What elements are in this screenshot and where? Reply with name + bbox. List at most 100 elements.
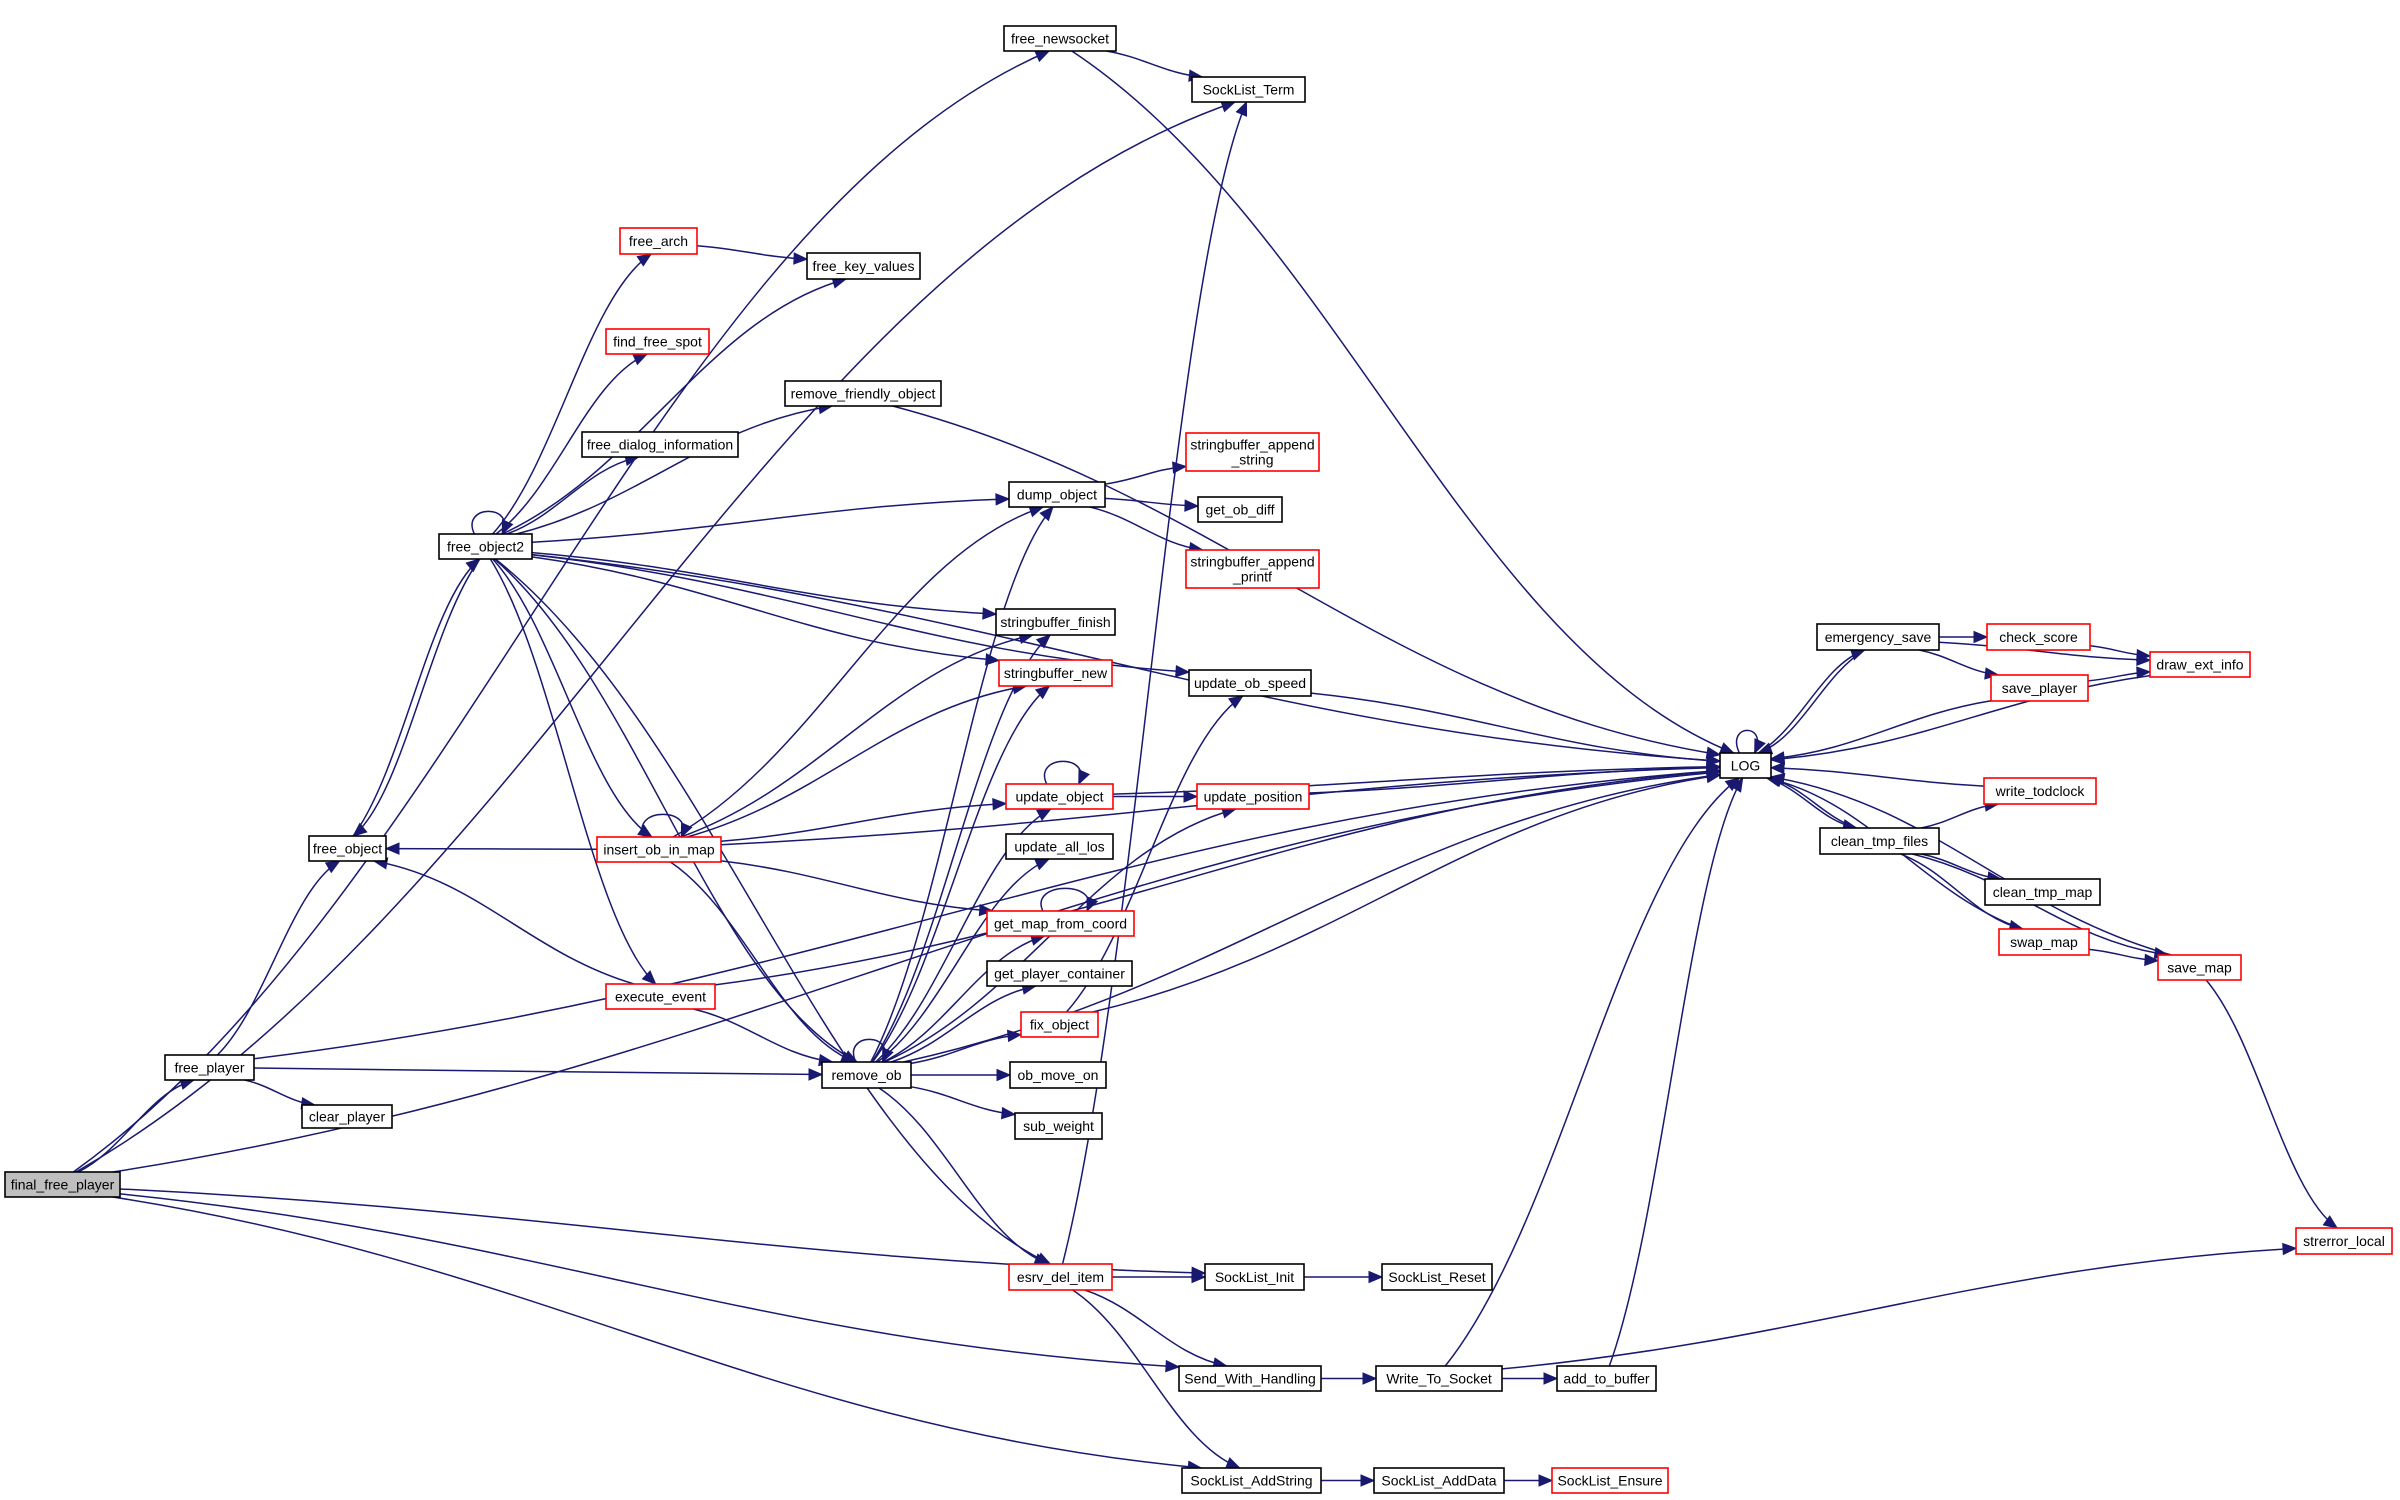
node-update-object[interactable]: update_object — [1005, 783, 1114, 810]
node-box[interactable] — [1009, 1061, 1107, 1089]
node-box[interactable] — [986, 960, 1133, 987]
node-write-todclock[interactable]: write_todclock — [1983, 777, 2097, 805]
node-update-ob-speed[interactable]: update_ob_speed — [1188, 669, 1312, 697]
node-box[interactable] — [986, 910, 1135, 937]
node-box[interactable] — [1191, 76, 1306, 103]
node-box[interactable] — [1984, 878, 2101, 906]
node-get-player-container[interactable]: get_player_container — [986, 960, 1133, 987]
node-box[interactable] — [1188, 669, 1312, 697]
node-update-position[interactable]: update_position — [1196, 783, 1310, 810]
node-box[interactable] — [1181, 1467, 1322, 1494]
node-box[interactable] — [1556, 1365, 1657, 1392]
node-box[interactable] — [308, 835, 387, 862]
node-add-to-buffer[interactable]: add_to_buffer — [1556, 1365, 1657, 1392]
node-box[interactable] — [2149, 651, 2251, 678]
node-send-with-handling[interactable]: Send_With_Handling — [1178, 1365, 1322, 1392]
node-remove-friendly-object[interactable]: remove_friendly_object — [784, 380, 942, 407]
node-get-ob-diff[interactable]: get_ob_diff — [1197, 496, 1283, 523]
node-box[interactable] — [1014, 1112, 1103, 1140]
node-box[interactable] — [1373, 1467, 1505, 1494]
node-socklist-ensure[interactable]: SockList_Ensure — [1551, 1467, 1669, 1494]
node-execute-event[interactable]: execute_event — [605, 983, 716, 1010]
node-find-free-spot[interactable]: find_free_spot — [605, 328, 710, 355]
node-box[interactable] — [1005, 833, 1114, 860]
node-box[interactable] — [605, 328, 710, 355]
node-box[interactable] — [1008, 481, 1106, 508]
node-socklist-addstring[interactable]: SockList_AddString — [1181, 1467, 1322, 1494]
node-clean-tmp-files[interactable]: clean_tmp_files — [1819, 827, 1940, 855]
node-final-free-player[interactable]: final_free_player — [4, 1171, 121, 1198]
node-free-arch[interactable]: free_arch — [619, 227, 698, 255]
node-free-player[interactable]: free_player — [164, 1054, 255, 1081]
node-box[interactable] — [1185, 549, 1320, 589]
node-box[interactable] — [1185, 432, 1320, 472]
node-stringbuffer-append-printf[interactable]: stringbuffer_append_printf — [1185, 549, 1320, 589]
node-box[interactable] — [2295, 1227, 2393, 1255]
node-box[interactable] — [1020, 1011, 1099, 1038]
node-save-player[interactable]: save_player — [1990, 674, 2089, 702]
node-box[interactable] — [1986, 623, 2091, 651]
node-stringbuffer-finish[interactable]: stringbuffer_finish — [995, 608, 1116, 636]
node-box[interactable] — [995, 608, 1116, 636]
node-update-all-los[interactable]: update_all_los — [1005, 833, 1114, 860]
node-box[interactable] — [619, 227, 698, 255]
node-box[interactable] — [164, 1054, 255, 1081]
node-insert-ob-in-map[interactable]: insert_ob_in_map — [596, 836, 722, 863]
node-ob-move-on[interactable]: ob_move_on — [1009, 1061, 1107, 1089]
node-box[interactable] — [4, 1171, 121, 1198]
node-strerror-local[interactable]: strerror_local — [2295, 1227, 2393, 1255]
node-stringbuffer-new[interactable]: stringbuffer_new — [998, 659, 1113, 687]
node-emergency-save[interactable]: emergency_save — [1816, 623, 1940, 651]
node-check-score[interactable]: check_score — [1986, 623, 2091, 651]
node-box[interactable] — [1990, 674, 2089, 702]
node-free-object2[interactable]: free_object2 — [438, 533, 533, 560]
node-box[interactable] — [998, 659, 1113, 687]
node-box[interactable] — [1196, 783, 1310, 810]
node-write-to-socket[interactable]: Write_To_Socket — [1375, 1365, 1503, 1392]
node-esrv-del-item[interactable]: esrv_del_item — [1008, 1263, 1113, 1291]
node-box[interactable] — [1003, 25, 1117, 52]
node-dump-object[interactable]: dump_object — [1008, 481, 1106, 508]
node-box[interactable] — [605, 983, 716, 1010]
node-sub-weight[interactable]: sub_weight — [1014, 1112, 1103, 1140]
node-clean-tmp-map[interactable]: clean_tmp_map — [1984, 878, 2101, 906]
node-socklist-term[interactable]: SockList_Term — [1191, 76, 1306, 103]
node-remove-ob[interactable]: remove_ob — [821, 1061, 912, 1089]
node-free-key-values[interactable]: free_key_values — [806, 252, 921, 280]
node-box[interactable] — [1381, 1263, 1493, 1291]
node-box[interactable] — [1375, 1365, 1503, 1392]
node-box[interactable] — [1816, 623, 1940, 651]
node-stringbuffer-append-string[interactable]: stringbuffer_append_string — [1185, 432, 1320, 472]
node-save-map[interactable]: save_map — [2157, 954, 2242, 981]
node-box[interactable] — [1178, 1365, 1322, 1392]
node-free-dialog-information[interactable]: free_dialog_information — [581, 431, 739, 458]
node-log[interactable]: LOG — [1719, 752, 1772, 779]
node-box[interactable] — [438, 533, 533, 560]
node-draw-ext-info[interactable]: draw_ext_info — [2149, 651, 2251, 678]
node-box[interactable] — [2157, 954, 2242, 981]
node-box[interactable] — [1204, 1263, 1305, 1291]
node-box[interactable] — [784, 380, 942, 407]
node-socklist-adddata[interactable]: SockList_AddData — [1373, 1467, 1505, 1494]
node-free-object[interactable]: free_object — [308, 835, 387, 862]
node-box[interactable] — [806, 252, 921, 280]
node-box[interactable] — [1719, 752, 1772, 779]
node-get-map-from-coord[interactable]: get_map_from_coord — [986, 910, 1135, 937]
node-box[interactable] — [1998, 928, 2090, 956]
node-box[interactable] — [1983, 777, 2097, 805]
node-box[interactable] — [821, 1061, 912, 1089]
node-clear-player[interactable]: clear_player — [301, 1104, 393, 1129]
node-socklist-init[interactable]: SockList_Init — [1204, 1263, 1305, 1291]
node-box[interactable] — [1008, 1263, 1113, 1291]
node-box[interactable] — [1551, 1467, 1669, 1494]
node-box[interactable] — [301, 1104, 393, 1129]
node-free-newsocket[interactable]: free_newsocket — [1003, 25, 1117, 52]
node-fix-object[interactable]: fix_object — [1020, 1011, 1099, 1038]
node-box[interactable] — [596, 836, 722, 863]
node-box[interactable] — [1819, 827, 1940, 855]
node-swap-map[interactable]: swap_map — [1998, 928, 2090, 956]
node-box[interactable] — [1197, 496, 1283, 523]
node-socklist-reset[interactable]: SockList_Reset — [1381, 1263, 1493, 1291]
node-box[interactable] — [581, 431, 739, 458]
node-box[interactable] — [1005, 783, 1114, 810]
